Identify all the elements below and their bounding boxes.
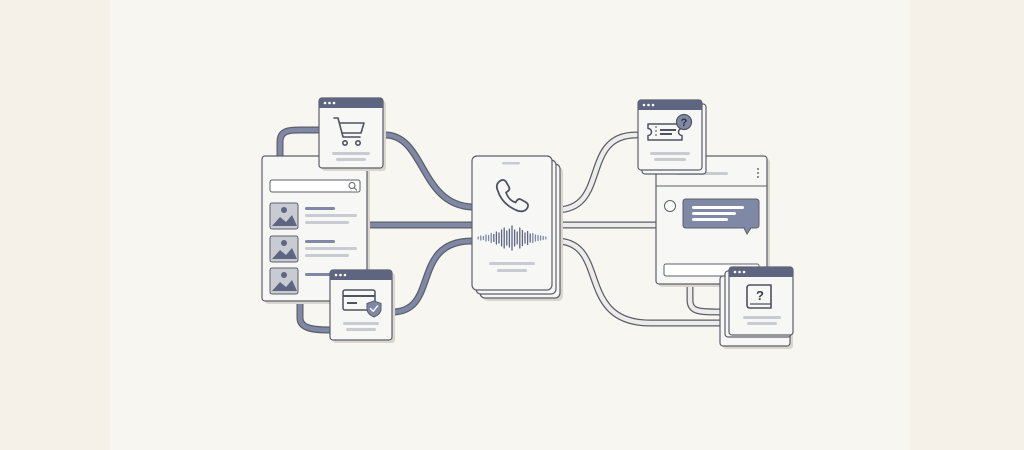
- credit-card-shield-icon: [342, 289, 382, 318]
- connector-catalog-to-payment: [296, 298, 334, 334]
- ticket-badge-text: ?: [681, 117, 688, 129]
- help-badge-text: ?: [756, 288, 764, 303]
- hub-card-front: [471, 155, 553, 291]
- center-hub: [471, 155, 563, 301]
- more-options-icon: [757, 168, 759, 178]
- catalog-search-bar: [269, 179, 361, 193]
- chat-window: [655, 155, 770, 287]
- payment-window: [329, 269, 395, 343]
- help-window: ?: [719, 266, 794, 349]
- connector-hub-to-ticket: [552, 131, 640, 214]
- cart-window: [318, 97, 386, 171]
- catalog-item-2: [269, 235, 357, 263]
- search-icon: [348, 182, 358, 191]
- ticket-window: ?: [637, 99, 707, 175]
- connector-chat-to-help: [686, 281, 724, 316]
- help-book-icon: ?: [746, 284, 772, 309]
- connector-catalog-to-cart: [276, 126, 323, 161]
- phone-handset-icon: [495, 179, 529, 213]
- image-icon: [269, 235, 299, 263]
- image-icon: [269, 202, 299, 230]
- catalog-window: [261, 155, 370, 304]
- shopping-cart-icon: [333, 117, 365, 147]
- catalog-item-1: [269, 202, 357, 230]
- catalog-item-3: [269, 267, 331, 295]
- image-icon: [269, 267, 299, 295]
- ticket-question-icon: ?: [647, 113, 693, 141]
- audio-waveform-icon: [477, 225, 547, 251]
- connector-cart-to-hub: [381, 131, 476, 211]
- connectors: [276, 126, 724, 334]
- chat-bubble-icon: [682, 198, 760, 235]
- avatar-icon: [664, 200, 676, 212]
- connector-payment-to-hub: [388, 237, 476, 316]
- connector-hub-to-help: [552, 237, 724, 327]
